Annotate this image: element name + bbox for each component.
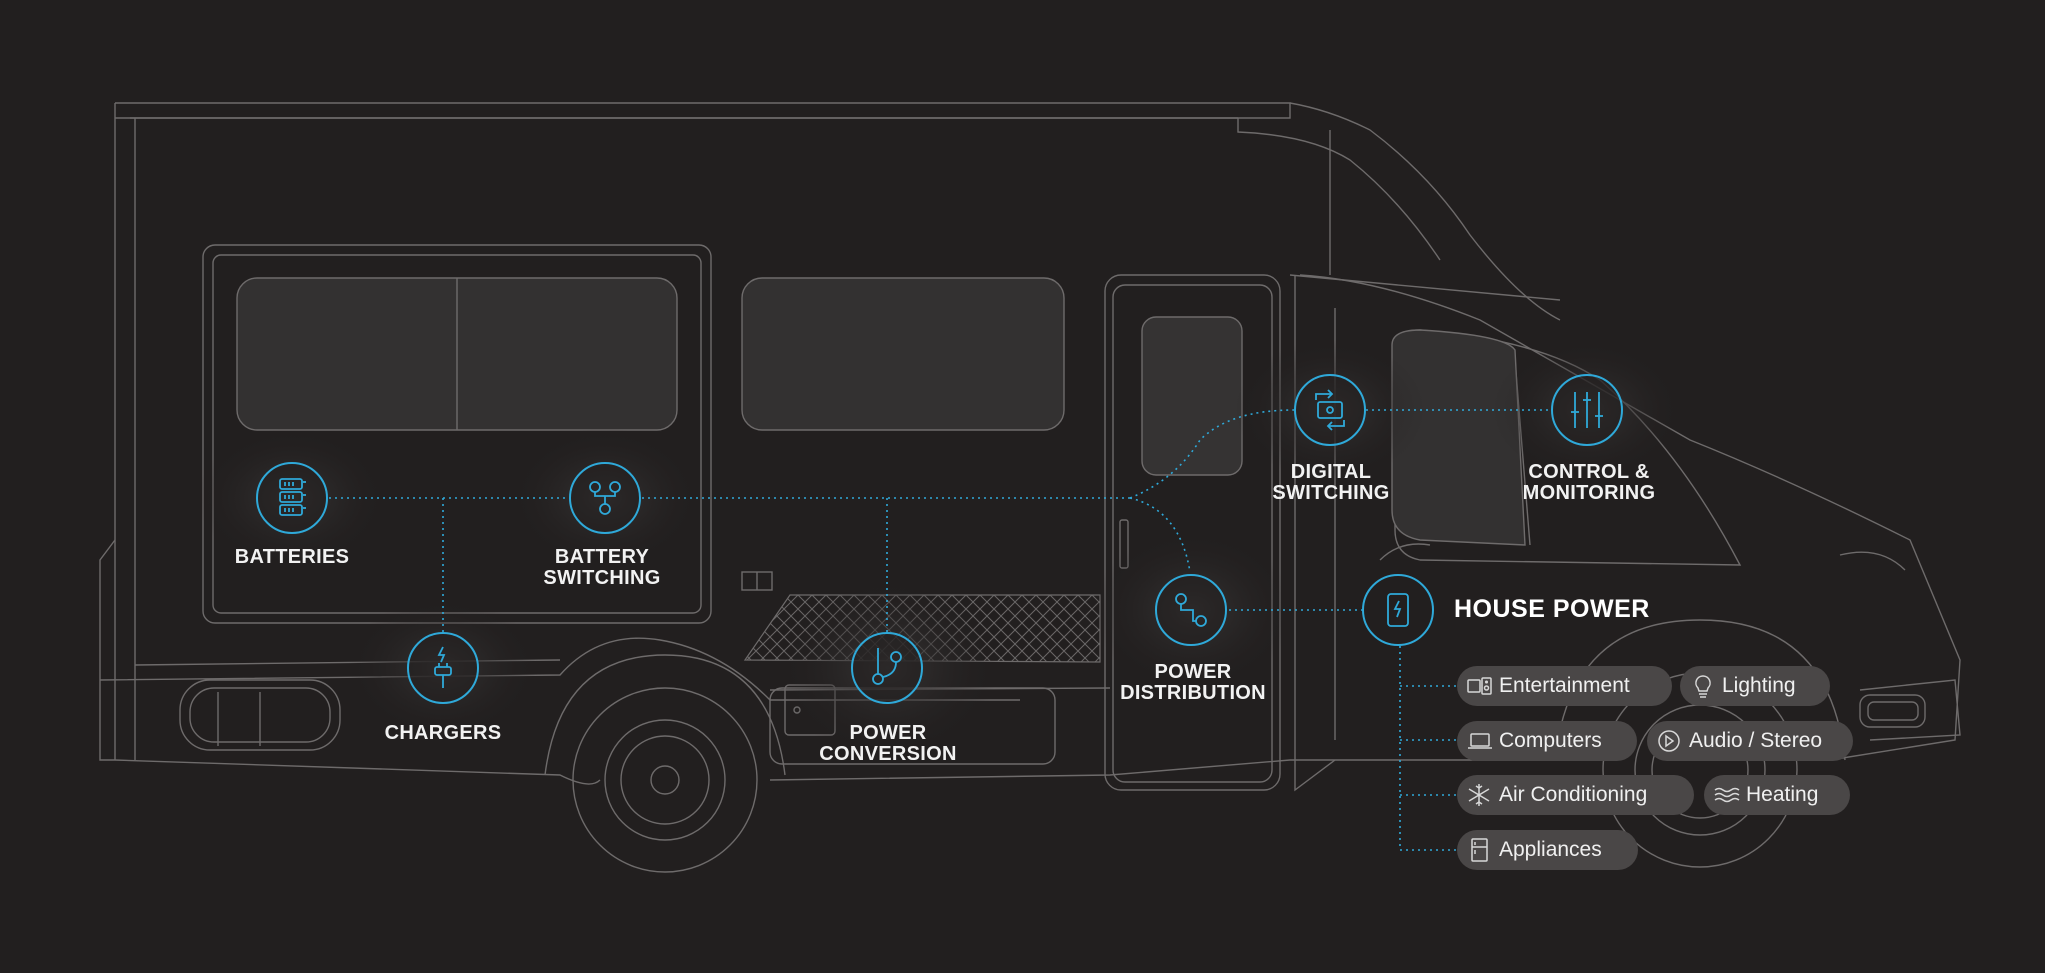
- snowflake-icon: [1468, 784, 1490, 806]
- batteries-label: BATTERIES: [234, 546, 350, 568]
- battery-stack-icon: [279, 478, 306, 516]
- load-entertainment[interactable]: Entertainment: [1457, 666, 1672, 706]
- sliders-control-icon: [1571, 392, 1603, 428]
- load-air-conditioning[interactable]: Air Conditioning: [1457, 775, 1694, 815]
- digital-switch-icon: [1315, 389, 1345, 431]
- battery-switching-node[interactable]: [569, 462, 641, 534]
- conversion-branch-icon: [872, 648, 902, 685]
- power-conversion-node[interactable]: [851, 632, 923, 704]
- load-audio-stereo[interactable]: Audio / Stereo: [1647, 721, 1853, 761]
- heat-waves-icon: [1714, 787, 1740, 803]
- power-distribution-node[interactable]: [1155, 574, 1227, 646]
- distribution-route-icon: [1175, 593, 1207, 627]
- load-heating[interactable]: Heating: [1704, 775, 1850, 815]
- chargers-label: CHARGERS: [384, 722, 502, 744]
- fridge-icon: [1471, 838, 1488, 862]
- speaker-tv-icon: [1467, 677, 1492, 695]
- lightbulb-icon: [1695, 675, 1711, 698]
- play-audio-icon: [1658, 730, 1680, 752]
- power-panel-icon: [1387, 593, 1409, 627]
- plug-charger-icon: [434, 646, 452, 688]
- load-lighting[interactable]: Lighting: [1680, 666, 1830, 706]
- load-computers[interactable]: Computers: [1457, 721, 1637, 761]
- house-power-title: HOUSE POWER: [1454, 595, 1650, 623]
- house-power-node[interactable]: [1362, 574, 1434, 646]
- control-monitoring-node[interactable]: [1551, 374, 1623, 446]
- chargers-node[interactable]: [407, 632, 479, 704]
- branch-switch-icon: [589, 481, 621, 515]
- control-monitoring-label: CONTROL &MONITORING: [1522, 461, 1656, 504]
- load-appliances[interactable]: Appliances: [1457, 830, 1638, 870]
- batteries-node[interactable]: [256, 462, 328, 534]
- laptop-icon: [1468, 733, 1492, 749]
- digital-switching-node[interactable]: [1294, 374, 1366, 446]
